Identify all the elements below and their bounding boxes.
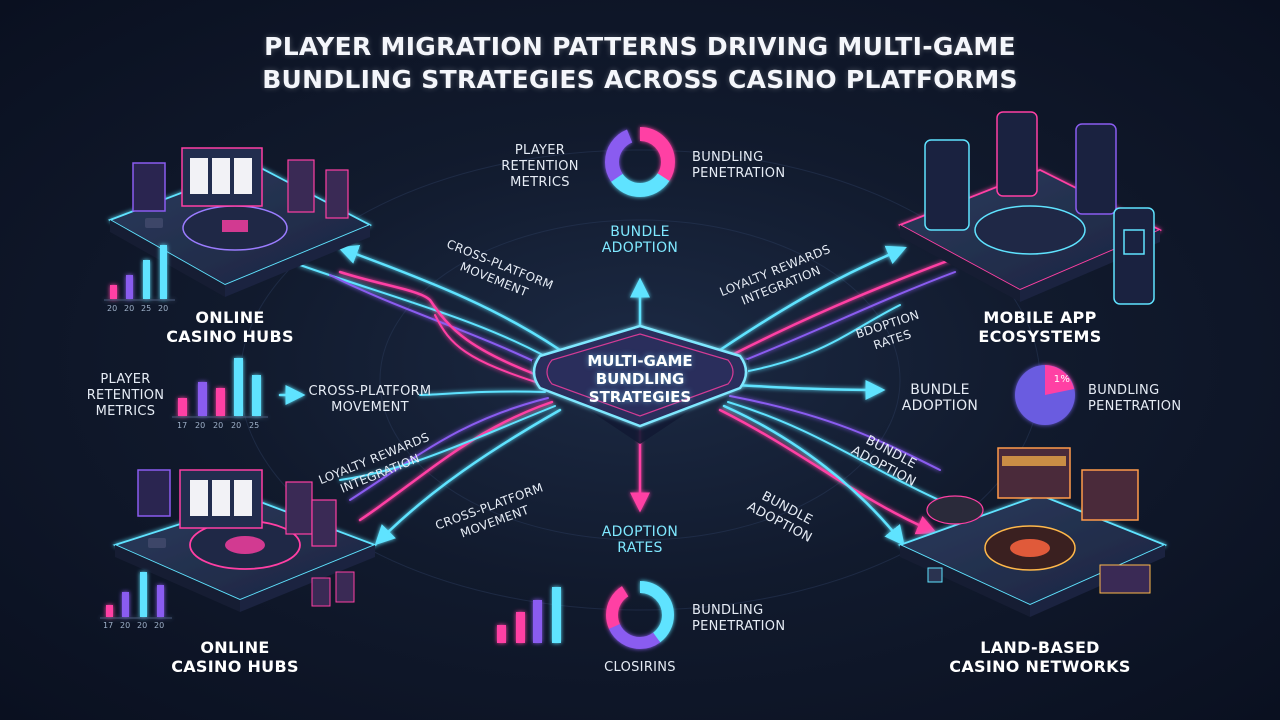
label-line: PENETRATION — [1088, 399, 1182, 414]
tick-label: 17 — [177, 421, 188, 430]
label-line: BUNDLING — [1088, 383, 1160, 398]
label-line: RETENTION — [86, 388, 165, 403]
tick-label: 20 — [107, 304, 118, 313]
label-line: BUNDLE — [910, 382, 970, 398]
center-line-1: MULTI-GAME — [587, 352, 693, 370]
label-line: MOVEMENT — [331, 400, 409, 415]
node-label-line: CASINO NETWORKS — [949, 657, 1131, 676]
label-line: METRICS — [510, 175, 570, 190]
center-hub-label: MULTI-GAME BUNDLING STRATEGIES — [560, 352, 720, 406]
flow-line — [349, 397, 549, 501]
tick-label: 20 — [231, 421, 242, 430]
center-line-3: STRATEGIES — [588, 388, 692, 406]
flow-line — [434, 314, 546, 386]
flow-line — [731, 304, 901, 375]
flow-lines — [278, 244, 956, 546]
flow-line — [358, 400, 554, 522]
label-line: RATES — [617, 540, 663, 556]
label-bundling-penetration-right: BUNDLING PENETRATION — [1088, 383, 1198, 415]
center-line-2: BUNDLING — [595, 370, 685, 388]
flow-line — [329, 274, 549, 369]
title-line-2: BUNDLING STRATEGIES ACROSS CASINO PLATFO… — [262, 65, 1018, 94]
node-label-line: ONLINE — [195, 308, 265, 327]
flow-line — [718, 408, 937, 535]
platform-online-casino-bottom — [112, 469, 378, 612]
center-hub — [532, 324, 748, 444]
tick-label: 25 — [141, 304, 152, 313]
label-line: ADOPTION — [601, 524, 679, 540]
donut-chart-top — [605, 127, 675, 197]
bar-chart-middle-left — [172, 358, 268, 418]
label-line: PLAYER — [514, 143, 566, 158]
label-line: ADOPTION — [601, 240, 679, 256]
label-line: PENETRATION — [692, 619, 786, 634]
node-mobile-app-ecosystems: MOBILE APP ECOSYSTEMS — [960, 308, 1120, 346]
flow-line — [729, 395, 941, 471]
node-label-line: ECOSYSTEMS — [978, 327, 1102, 346]
label-line: RETENTION — [501, 159, 579, 174]
label-bundling-penetration-top: BUNDLING PENETRATION — [692, 150, 802, 182]
label-player-retention-left: PLAYER RETENTION METRICS — [78, 372, 173, 420]
tick-label: 20 — [158, 304, 169, 313]
tick-label: 20 — [213, 421, 224, 430]
node-label-line: LAND-BASED — [980, 638, 1100, 657]
tick-label: 20 — [154, 621, 165, 630]
label-line: PENETRATION — [692, 166, 786, 181]
donut-chart-bottom — [606, 581, 674, 649]
label-line: BUNDLING — [692, 150, 764, 165]
flow-line — [722, 404, 905, 546]
flow-line — [718, 245, 907, 352]
label-closing: CLOSIRINS — [604, 660, 676, 675]
tick-label: 20 — [124, 304, 135, 313]
node-online-casino-hubs-bottom: ONLINE CASINO HUBS — [165, 638, 305, 676]
platform-land-based — [897, 447, 1168, 617]
pie-value-label: 1% — [1053, 374, 1071, 385]
flow-line — [338, 270, 547, 380]
tick-label: 20 — [195, 421, 206, 430]
bar-chart-bottom-center — [497, 587, 561, 643]
flow-line — [374, 408, 562, 546]
label-line: BUNDLING — [692, 603, 764, 618]
label-line: BUNDLE — [610, 224, 670, 240]
label-line: ADOPTION — [901, 398, 979, 414]
node-label-line: MOBILE APP — [983, 308, 1097, 327]
tick-label: 20 — [120, 621, 131, 630]
label-cross-platform-left: CROSS-PLATFORM MOVEMENT — [305, 384, 435, 416]
flow-line — [339, 405, 556, 481]
label-line: CROSS-PLATFORM — [308, 384, 432, 399]
bar-chart-top-left — [104, 245, 175, 301]
tick-label: 17 — [103, 621, 114, 630]
page-title: PLAYER MIGRATION PATTERNS DRIVING MULTI-… — [0, 30, 1280, 96]
flow-line — [724, 258, 952, 360]
flow-line — [733, 379, 886, 400]
tick-label: 20 — [137, 621, 148, 630]
label-bundle-adoption-top: BUNDLE ADOPTION — [580, 224, 700, 256]
tick-label: 25 — [249, 421, 260, 430]
flow-line — [729, 271, 956, 367]
node-label-line: CASINO HUBS — [166, 327, 294, 346]
label-bundling-penetration-bottom: BUNDLING PENETRATION — [692, 603, 802, 635]
platform-mobile-app — [897, 111, 1163, 305]
platform-online-casino-top — [107, 147, 373, 297]
bar-chart-bottom-left — [100, 572, 172, 619]
label-bundle-adoption-right: BUNDLE ADOPTION — [890, 382, 990, 414]
label-line: METRICS — [95, 404, 156, 419]
flow-line — [419, 390, 546, 396]
node-online-casino-hubs-top: ONLINE CASINO HUBS — [160, 308, 300, 346]
node-label-line: CASINO HUBS — [171, 657, 299, 676]
pie-chart-right — [1015, 365, 1075, 425]
flow-line — [337, 244, 562, 352]
label-player-retention-top: PLAYER RETENTION METRICS — [495, 143, 585, 191]
title-line-1: PLAYER MIGRATION PATTERNS DRIVING MULTI-… — [264, 32, 1016, 61]
label-line: PLAYER — [100, 372, 151, 387]
node-label-line: ONLINE — [200, 638, 270, 657]
label-adoption-rates-bottom: ADOPTION RATES — [580, 524, 700, 556]
node-land-based-casino-networks: LAND-BASED CASINO NETWORKS — [945, 638, 1135, 676]
flow-line — [727, 401, 951, 506]
